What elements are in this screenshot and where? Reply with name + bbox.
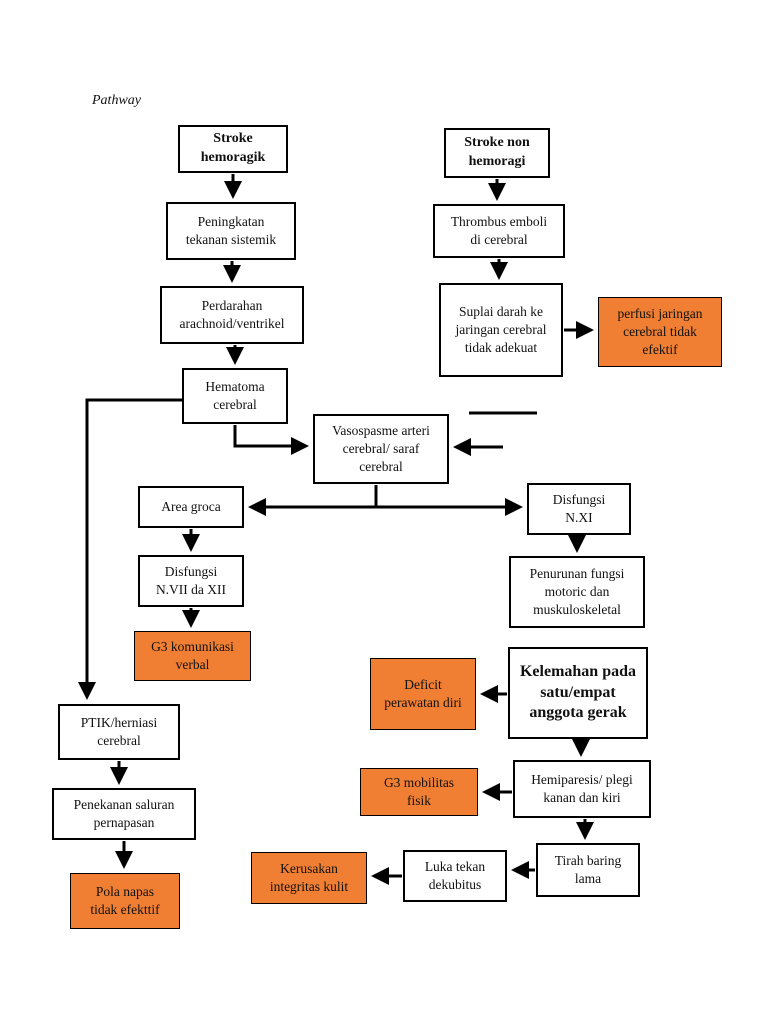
node-perdarahan: Perdarahan arachnoid/ventrikel [160, 286, 304, 344]
node-hemiparesis: Hemiparesis/ plegi kanan dan kiri [513, 760, 651, 818]
node-thrombus: Thrombus emboli di cerebral [433, 204, 565, 258]
node-suplai-darah: Suplai darah ke jaringan cerebral tidak … [439, 283, 563, 377]
node-ptik: PTIK/herniasi cerebral [58, 704, 180, 760]
arrow-hematoma-vasospasme [233, 425, 309, 455]
node-kerusakan: Kerusakan integritas kulit [251, 852, 367, 904]
node-kelemahan: Kelemahan pada satu/empat anggota gerak [508, 647, 648, 739]
node-tirah-baring: Tirah baring lama [536, 843, 640, 897]
node-g3-mobilitas: G3 mobilitas fisik [360, 768, 478, 816]
node-disfungsi-xi: Disfungsi N.XI [527, 483, 631, 535]
node-stroke-non-hemoragi: Stroke non hemoragi [444, 128, 550, 178]
node-luka-tekan: Luka tekan dekubitus [403, 850, 507, 902]
arrow-hematoma-ptik [78, 398, 182, 700]
node-area-groca: Area groca [138, 486, 244, 528]
node-peningkatan-tekanan: Peningkatan tekanan sistemik [166, 202, 296, 260]
node-hematoma: Hematoma cerebral [182, 368, 288, 424]
node-stroke-hemoragik: Stroke hemoragik [178, 125, 288, 173]
node-vasospasme: Vasospasme arteri cerebral/ saraf cerebr… [313, 414, 449, 484]
node-penurunan-fungsi: Penurunan fungsi motoric dan muskuloskel… [509, 556, 645, 628]
node-penekanan: Penekanan saluran pernapasan [52, 788, 196, 840]
node-pola-napas: Pola napas tidak efekttif [70, 873, 180, 929]
node-perfusi: perfusi jaringan cerebral tidak efektif [598, 297, 722, 367]
node-disfungsi-vii: Disfungsi N.VII da XII [138, 555, 244, 607]
node-g3-komunikasi: G3 komunikasi verbal [134, 631, 251, 681]
node-deficit: Deficit perawatan diri [370, 658, 476, 730]
page-title: Pathway [92, 93, 141, 108]
